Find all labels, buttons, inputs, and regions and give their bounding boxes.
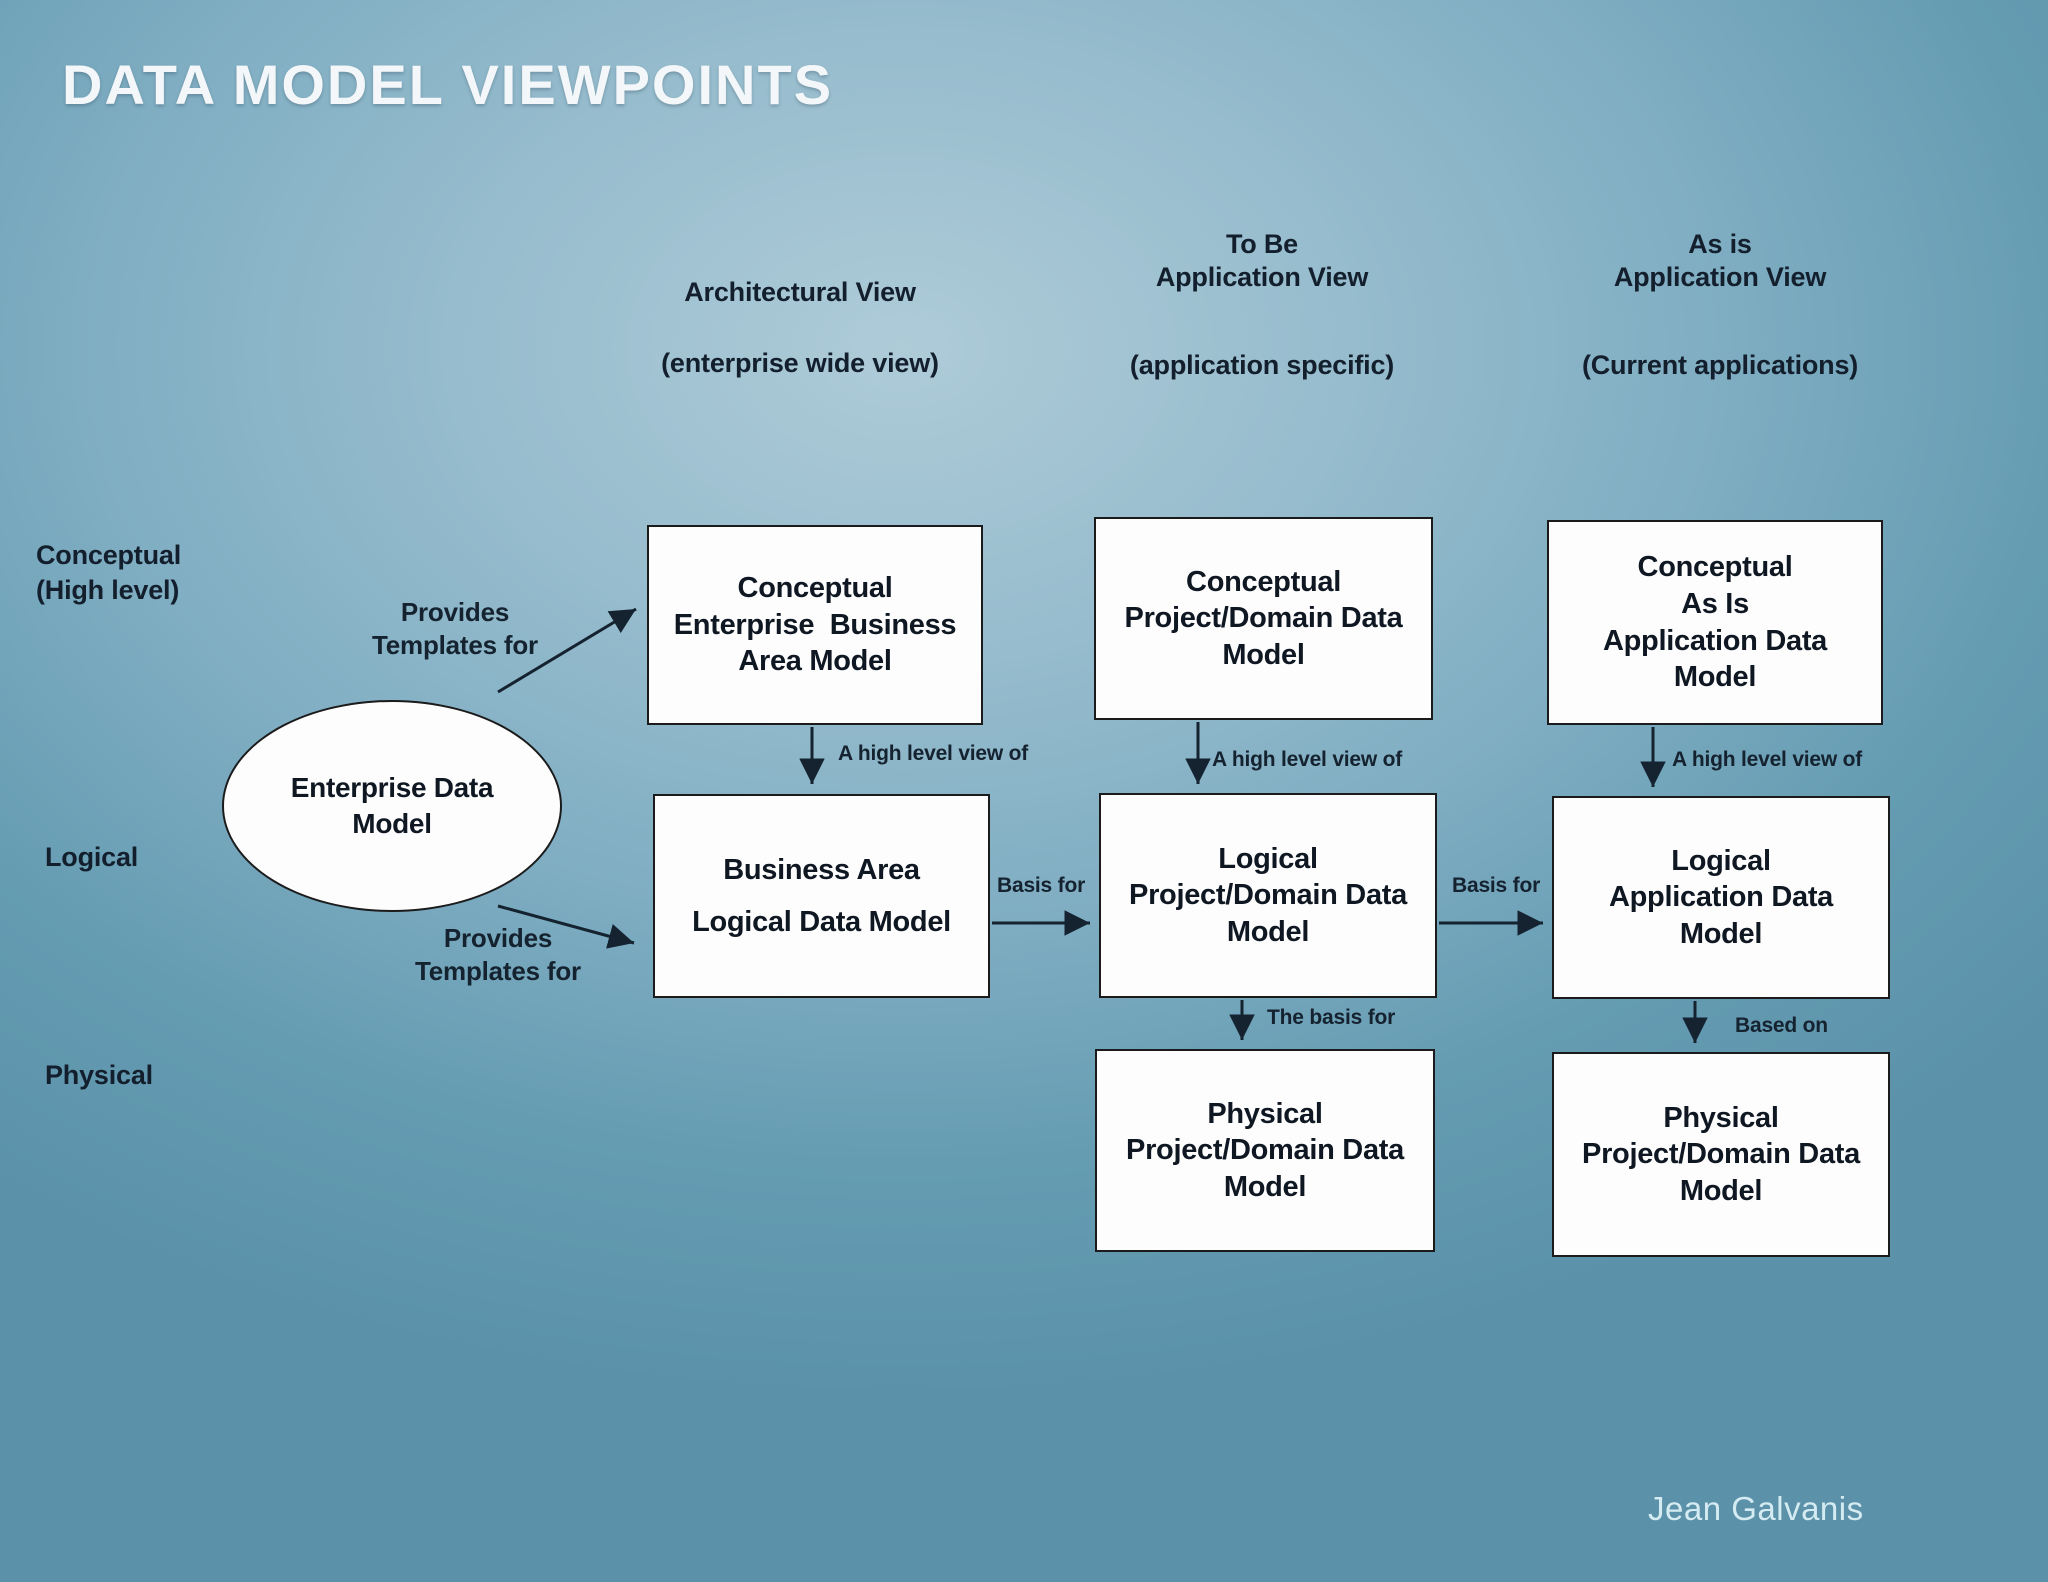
box-business-area-logical-data-model: Business Area Logical Data Model — [653, 794, 990, 998]
column-subtitle-to-be-application-view: (application specific) — [1129, 350, 1395, 380]
column-header-architectural-view: Architectural View — [684, 277, 916, 307]
box-conceptual-as-is-application-data-model: Conceptual As Is Application Data Model — [1547, 520, 1883, 725]
attribution-text: Jean Galvanis — [1648, 1490, 1864, 1527]
row-label-logical: Logical — [45, 842, 139, 872]
column-subtitle-architectural-view: (enterprise wide view) — [661, 348, 939, 378]
page-title: DATA MODEL VIEWPOINTS — [62, 53, 834, 116]
label-high-level-view-2: A high level view of — [1212, 748, 1403, 771]
label-based-on: Based on — [1735, 1014, 1828, 1037]
row-label-conceptual: Conceptual (High level) — [36, 540, 182, 606]
column-header-as-is-application-view: As is Application View — [1613, 229, 1827, 292]
box-physical-project-domain-data-model-asis: Physical Project/Domain Data Model — [1552, 1052, 1890, 1257]
row-label-physical: Physical — [45, 1060, 153, 1090]
box-logical-application-data-model: Logical Application Data Model — [1552, 796, 1890, 999]
enterprise-data-model-ellipse: Enterprise Data Model — [222, 700, 562, 912]
label-high-level-view-1: A high level view of — [838, 742, 1029, 765]
box-physical-project-domain-data-model-tobe: Physical Project/Domain Data Model — [1095, 1049, 1435, 1252]
label-the-basis-for: The basis for — [1267, 1006, 1396, 1029]
label-basis-for-1: Basis for — [997, 874, 1086, 897]
label-provides-templates-top: Provides Templates for — [372, 597, 538, 661]
label-basis-for-2: Basis for — [1452, 874, 1541, 897]
column-header-to-be-application-view: To Be Application View — [1155, 229, 1369, 292]
label-high-level-view-3: A high level view of — [1672, 748, 1863, 771]
box-conceptual-project-domain-data-model: Conceptual Project/Domain Data Model — [1094, 517, 1433, 720]
label-provides-templates-bottom: Provides Templates for — [415, 923, 581, 987]
column-subtitle-as-is-application-view: (Current applications) — [1581, 350, 1859, 380]
box-logical-project-domain-data-model: Logical Project/Domain Data Model — [1099, 793, 1437, 998]
box-conceptual-enterprise-business-area-model: Conceptual Enterprise Business Area Mode… — [647, 525, 983, 725]
